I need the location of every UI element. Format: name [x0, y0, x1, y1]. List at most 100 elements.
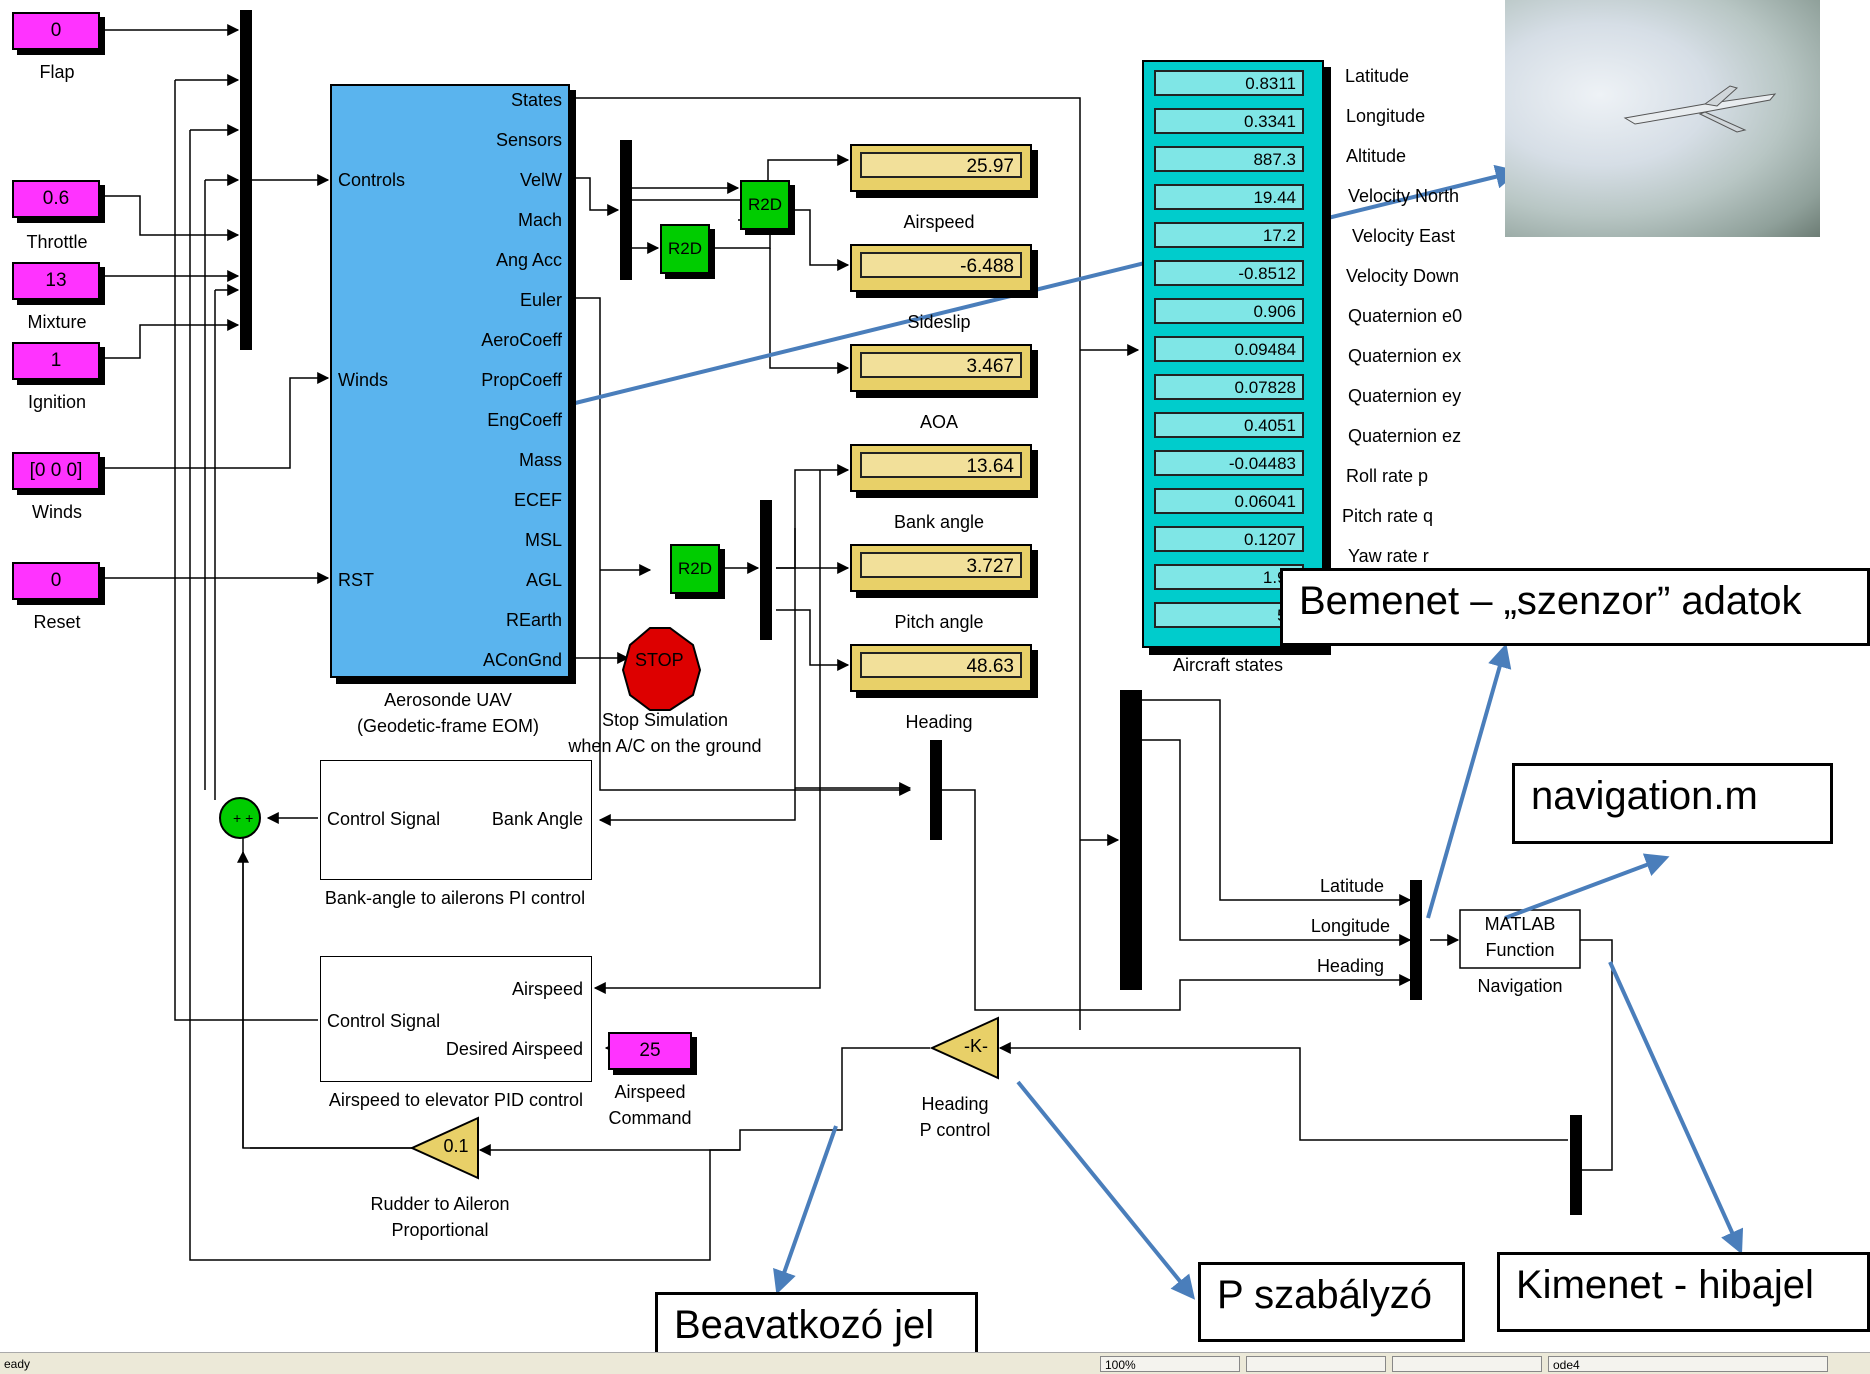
display-aoa[interactable]: 3.467 — [850, 344, 1032, 392]
bank-out-port: Bank Angle — [491, 809, 583, 829]
airspeed-subsystem[interactable]: Airspeed Control Signal Desired Airspeed — [320, 956, 592, 1082]
status-zoom: 100% — [1100, 1356, 1240, 1372]
status-empty-2 — [1392, 1356, 1542, 1372]
callout-kimenet: Kimenet - hibajel — [1497, 1252, 1870, 1332]
winds-constant[interactable]: [0 0 0] — [12, 452, 100, 490]
aircraft-states-panel[interactable]: 0.8311 0.3341 887.3 19.44 17.2 -0.8512 0… — [1142, 60, 1324, 648]
sum-sign: + + — [233, 810, 253, 826]
flap-constant[interactable]: 0 — [12, 12, 100, 50]
display-pitch-label: Pitch angle — [894, 612, 984, 632]
display-bank-value: 13.64 — [860, 452, 1022, 478]
r2d-block-3[interactable]: R2D — [670, 544, 720, 594]
ignition-constant[interactable]: 1 — [12, 342, 100, 380]
reset-label: Reset — [33, 612, 81, 632]
airspeed-command-constant[interactable]: 25 — [608, 1032, 692, 1070]
state-name-q0: Quaternion e0 — [1348, 306, 1463, 326]
throttle-label: Throttle — [26, 232, 88, 252]
status-empty-1 — [1246, 1356, 1386, 1372]
display-sideslip-value: -6.488 — [860, 252, 1022, 278]
reset-constant[interactable]: 0 — [12, 562, 100, 600]
display-sideslip[interactable]: -6.488 — [850, 244, 1032, 292]
display-sideslip-label: Sideslip — [907, 312, 971, 332]
matlab-fn-line2: Function — [1485, 940, 1555, 960]
airspeed-port-control: Control Signal — [327, 1011, 441, 1031]
throttle-constant[interactable]: 0.6 — [12, 180, 100, 218]
stop-label-1: Stop Simulation — [601, 710, 729, 730]
rudder-gain-label-2: Proportional — [391, 1220, 489, 1240]
r2d-block-1[interactable]: R2D — [740, 180, 790, 230]
stop-sign[interactable] — [621, 627, 702, 711]
display-bank[interactable]: 13.64 — [850, 444, 1032, 492]
display-airspeed-value: 25.97 — [860, 152, 1022, 178]
mux-nav[interactable] — [1410, 880, 1422, 1000]
uav-out-mach: Mach — [517, 210, 562, 230]
state-value-vnorth: 19.44 — [1154, 184, 1304, 210]
display-aoa-value: 3.467 — [860, 352, 1022, 378]
uav-out-euler: Euler — [519, 290, 562, 310]
callout-navigation: navigation.m — [1512, 763, 1833, 844]
aircraft-states-label: Aircraft states — [1172, 655, 1284, 675]
r2d-block-2[interactable]: R2D — [660, 224, 710, 274]
mux-heading[interactable] — [930, 740, 942, 840]
airspeed-subsystem-label: Airspeed to elevator PID control — [328, 1090, 584, 1110]
callout-p-szabalyzo: P szabályzó — [1198, 1262, 1465, 1342]
display-airspeed[interactable]: 25.97 — [850, 144, 1032, 192]
display-heading-value: 48.63 — [860, 652, 1022, 678]
matlab-function-block[interactable] — [1459, 909, 1581, 969]
state-name-vnorth: Velocity North — [1348, 186, 1460, 206]
aircraft-silhouette — [1623, 85, 1777, 133]
display-aoa-label: AOA — [919, 412, 958, 432]
uav-out-mass: Mass — [518, 450, 562, 470]
winds-label: Winds — [31, 502, 82, 522]
status-solver: ode4 — [1548, 1356, 1828, 1372]
state-name-vdown: Velocity Down — [1346, 266, 1460, 286]
bank-subsystem-label: Bank-angle to ailerons PI control — [324, 888, 586, 908]
state-value-14: 1.99 — [1154, 564, 1304, 590]
uav-out-agl: AGL — [525, 570, 562, 590]
display-pitch[interactable]: 3.727 — [850, 544, 1032, 592]
rudder-gain-value: 0.1 — [443, 1136, 469, 1156]
stop-label-2: when A/C on the ground — [568, 736, 762, 756]
mux-euler[interactable] — [760, 500, 772, 640]
state-value-qy: 0.07828 — [1154, 374, 1304, 400]
state-value-altitude: 887.3 — [1154, 146, 1304, 172]
display-heading[interactable]: 48.63 — [850, 644, 1032, 692]
nav-input-latitude: Latitude — [1319, 876, 1384, 896]
state-value-r: 0.1207 — [1154, 526, 1304, 552]
mux-angles[interactable] — [620, 140, 632, 280]
nav-input-heading: Heading — [1316, 956, 1384, 976]
display-airspeed-label: Airspeed — [903, 212, 975, 232]
rudder-gain-block[interactable] — [409, 1116, 479, 1180]
aerosonde-uav-block[interactable]: Controls Winds RST States Sensors VelW M… — [330, 84, 570, 678]
state-value-latitude: 0.8311 — [1154, 70, 1304, 96]
sum-block[interactable] — [219, 797, 261, 839]
bank-angle-subsystem[interactable]: Control Signal Bank Angle — [320, 760, 592, 880]
controls-mux[interactable] — [240, 10, 252, 350]
demux-heading[interactable] — [1570, 1115, 1582, 1215]
signal-lines — [100, 24, 1613, 1261]
state-name-veast: Velocity East — [1352, 226, 1456, 246]
uav-out-propcoeff: PropCoeff — [481, 370, 562, 390]
uav-out-angacc: Ang Acc — [495, 250, 562, 270]
state-name-altitude: Altitude — [1346, 146, 1407, 166]
bus-states[interactable] — [1120, 690, 1142, 990]
airspeed-command-label-1: Airspeed — [614, 1082, 686, 1102]
aircraft-image — [1505, 0, 1820, 237]
state-name-r: Yaw rate r — [1348, 546, 1429, 566]
state-name-longitude: Longitude — [1346, 106, 1426, 126]
display-pitch-value: 3.727 — [860, 552, 1022, 578]
mixture-constant[interactable]: 13 — [12, 262, 100, 300]
callout-bemenet: Bemenet – „szenzor” adatok — [1280, 568, 1870, 646]
airspeed-port-desired: Desired Airspeed — [445, 1039, 583, 1059]
annotation-arrows — [554, 164, 1744, 1300]
airspeed-command-label-2: Command — [608, 1108, 692, 1128]
uav-out-aerocoeff: AeroCoeff — [481, 330, 562, 350]
uav-out-sensors: Sensors — [495, 130, 562, 150]
matlab-fn-line1: MATLAB — [1484, 914, 1556, 934]
state-value-qx: 0.09484 — [1154, 336, 1304, 362]
ignition-label: Ignition — [27, 392, 87, 412]
heading-gain-block[interactable] — [929, 1016, 999, 1080]
rudder-gain-label-1: Rudder to Aileron — [370, 1194, 510, 1214]
state-name-p: Roll rate p — [1346, 466, 1429, 486]
